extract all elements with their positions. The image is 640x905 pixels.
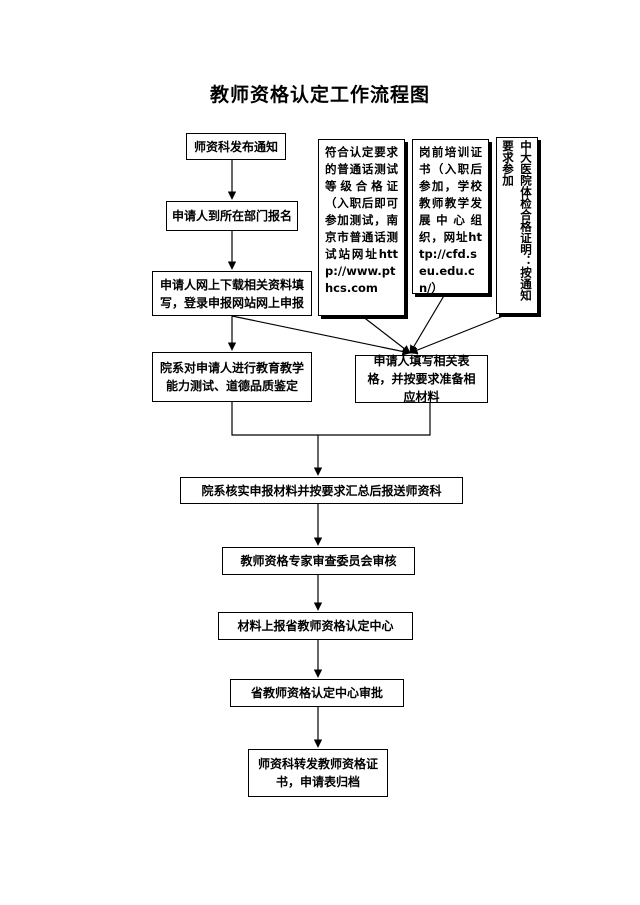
- step-register-box: 申请人到所在部门报名: [166, 201, 298, 231]
- step-report-box: 材料上报省教师资格认定中心: [218, 612, 413, 640]
- step-report-label: 材料上报省教师资格认定中心: [237, 619, 394, 633]
- step-fill-forms-box: 申请人填写相关表格，并按要求准备相应材料: [355, 354, 488, 404]
- step-approve-label: 省教师资格认定中心审批: [250, 686, 383, 700]
- req-mandarin-label: 符合认定要求的普通话测试等级合格证（入职后即可参加测试，南京市普通话测试站网址h…: [325, 145, 398, 295]
- arrow-mandarin-fillforms: [361, 315, 411, 354]
- step-approve-box: 省教师资格认定中心审批: [230, 679, 404, 707]
- req-medical-box: 中大医院体检合格证明：按通知要求参加: [496, 137, 538, 314]
- step-online-label: 申请人网上下载相关资料填写，登录申报网站网上申报: [159, 277, 304, 310]
- step-notice-box: 师资科发布通知: [186, 133, 286, 160]
- req-training-label: 岗前培训证书（入职后参加，学校教师教学发展中心组织，网址http://cfd.s…: [419, 145, 482, 295]
- step-fill-forms-label: 申请人填写相关表格，并按要求准备相应材料: [367, 354, 476, 404]
- arrow-medical-fillforms: [409, 313, 509, 355]
- arrow-online-fillforms: [231, 315, 411, 356]
- step-register-label: 申请人到所在部门报名: [171, 209, 292, 223]
- req-medical-label: 中大医院体检合格证明：按通知要求参加: [501, 140, 533, 301]
- page-title: 教师资格认定工作流程图: [209, 84, 430, 106]
- step-dept-test-box: 院系对申请人进行教育教学能力测试、道德品质鉴定: [152, 352, 312, 402]
- req-training-box: 岗前培训证书（入职后参加，学校教师教学发展中心组织，网址http://cfd.s…: [412, 139, 489, 295]
- req-mandarin-box: 符合认定要求的普通话测试等级合格证（入职后即可参加测试，南京市普通话测试站网址h…: [318, 139, 405, 316]
- step-notice-label: 师资科发布通知: [193, 139, 278, 154]
- arrow-training-fillforms: [409, 293, 446, 354]
- step-issue-box: 师资科转发教师资格证书，申请表归档: [248, 749, 388, 797]
- step-committee-label: 教师资格专家审查委员会审核: [240, 554, 397, 568]
- step-committee-box: 教师资格专家审查委员会审核: [222, 547, 415, 575]
- step-verify-label: 院系核实申报材料并按要求汇总后报送师资科: [201, 483, 442, 498]
- step-verify-box: 院系核实申报材料并按要求汇总后报送师资科: [180, 477, 463, 504]
- step-issue-label: 师资科转发教师资格证书，申请表归档: [257, 757, 378, 789]
- step-dept-test-label: 院系对申请人进行教育教学能力测试、道德品质鉴定: [159, 361, 304, 393]
- step-online-box: 申请人网上下载相关资料填写，登录申报网站网上申报: [152, 271, 312, 316]
- merge-line: [231, 402, 431, 436]
